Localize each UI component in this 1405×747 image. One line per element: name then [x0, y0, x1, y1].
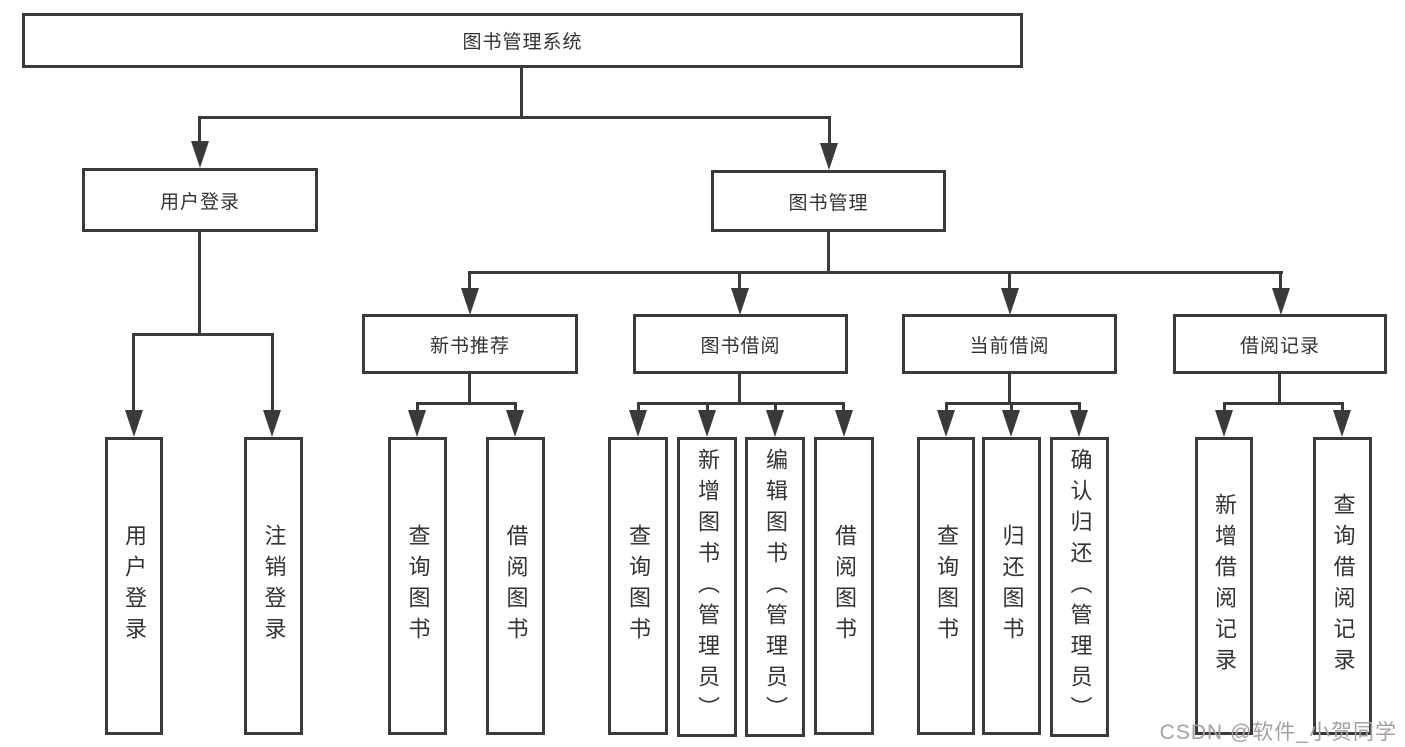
leaf-return-books: 归还图书: [982, 437, 1041, 735]
leaf-query-borrow-record: 查询借阅记录: [1313, 437, 1372, 735]
connector-drop-user-login: [198, 116, 201, 146]
connector-groupB-stem: [738, 374, 741, 405]
leaf-add-borrow-record: 新增借阅记录: [1195, 437, 1253, 735]
arrowhead-down: [125, 410, 143, 437]
connector-drop-leaf-logout: [271, 333, 274, 413]
connector-groupA-stem: [468, 374, 471, 405]
connector-drop-new-book: [468, 271, 471, 291]
connector-drop-leaf-user-login: [132, 333, 135, 413]
connector-user-login-stem: [198, 232, 201, 336]
connector-groupC-rail: [945, 402, 1081, 405]
arrowhead-down: [461, 288, 479, 315]
connector-groupB-drop: [842, 402, 845, 414]
connector-level2-rail: [469, 271, 1283, 274]
arrowhead-down: [1002, 410, 1020, 437]
node-current-borrow: 当前借阅: [902, 314, 1117, 374]
node-borrow-records: 借阅记录: [1173, 314, 1387, 374]
connector-groupA-drop: [514, 402, 517, 414]
connector-groupC-drop: [945, 402, 948, 414]
arrowhead-down: [698, 410, 716, 437]
arrowhead-down: [1070, 410, 1088, 437]
arrowhead-down: [1272, 288, 1290, 315]
node-library-management-system: 图书管理系统: [22, 13, 1023, 68]
arrowhead-down: [835, 410, 853, 437]
connector-drop-current-borrow: [1008, 271, 1011, 291]
leaf-user-login: 用户登录: [105, 437, 163, 735]
connector-groupD-drop: [1223, 402, 1226, 414]
connector-drop-borrow-records: [1279, 271, 1282, 291]
node-user-login: 用户登录: [82, 168, 318, 232]
arrowhead-down: [937, 410, 955, 437]
connector-groupC-drop: [1078, 402, 1081, 414]
arrowhead-down: [820, 143, 838, 170]
leaf-edit-books-admin: 编辑图书（管理员）: [745, 437, 805, 737]
arrowhead-down: [263, 410, 281, 437]
connector-groupA-drop: [416, 402, 419, 414]
arrowhead-down: [191, 141, 209, 168]
arrowhead-down: [1001, 288, 1019, 315]
connector-groupD-drop: [1341, 402, 1344, 414]
arrowhead-down: [1333, 410, 1351, 437]
leaf-query-books-current: 查询图书: [917, 437, 975, 735]
connector-groupC-stem: [1008, 374, 1011, 405]
connector-root-stem: [520, 68, 523, 117]
connector-drop-book-borrow: [738, 271, 741, 291]
leaf-logout-login: 注销登录: [244, 437, 303, 735]
leaf-query-books-recommend: 查询图书: [388, 437, 447, 735]
connector-groupD-rail: [1223, 402, 1344, 405]
connector-groupB-rail: [637, 402, 845, 405]
arrowhead-down: [629, 410, 647, 437]
node-book-management: 图书管理: [711, 170, 946, 232]
leaf-borrow-books-borrow: 借阅图书: [814, 437, 874, 735]
connector-level1-rail: [199, 116, 831, 119]
arrowhead-down: [1215, 410, 1233, 437]
arrowhead-down: [408, 410, 426, 437]
leaf-query-books-borrow: 查询图书: [608, 437, 668, 735]
leaf-confirm-return-admin: 确认归还（管理员）: [1050, 437, 1109, 737]
arrowhead-down: [731, 288, 749, 315]
connector-groupC-drop: [1010, 402, 1013, 414]
connector-groupB-drop: [706, 402, 709, 414]
connector-groupA-rail: [416, 402, 517, 405]
connector-groupB-drop: [774, 402, 777, 414]
connector-groupD-stem: [1278, 374, 1281, 405]
connector-groupB-drop: [637, 402, 640, 414]
arrowhead-down: [766, 410, 784, 437]
leaf-add-books-admin: 新增图书（管理员）: [677, 437, 737, 737]
connector-drop-book-management: [828, 116, 831, 148]
connector-user-login-rail: [132, 333, 273, 336]
leaf-borrow-books-recommend: 借阅图书: [486, 437, 545, 735]
arrowhead-down: [506, 410, 524, 437]
watermark: CSDN @软件_小贺同学: [1159, 721, 1397, 744]
node-book-borrow: 图书借阅: [633, 314, 848, 374]
node-new-book-recommend: 新书推荐: [362, 314, 578, 374]
connector-book-management-stem: [827, 232, 830, 274]
